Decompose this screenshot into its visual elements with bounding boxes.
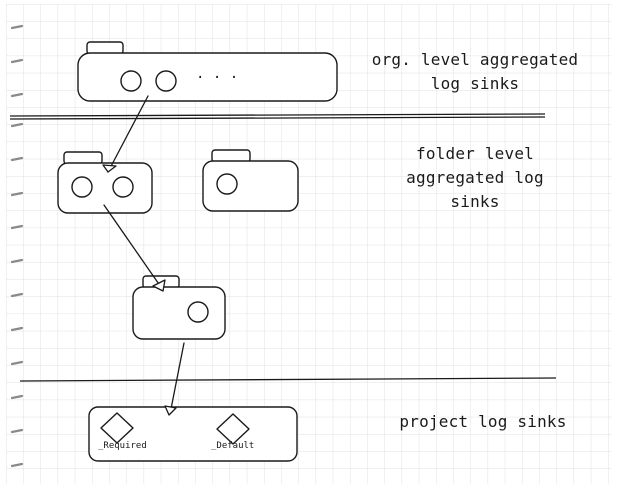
org-sink-circle-1 [120, 70, 142, 92]
separator-bottom [19, 377, 557, 382]
binding-mark [10, 326, 24, 332]
folder-level-label: folder level aggregated log sinks [395, 142, 555, 214]
org-box-tab [86, 41, 124, 55]
required-sink-label: _Required [98, 441, 147, 451]
arrow-head-folder-to-sub [152, 279, 166, 292]
org-level-label: org. level aggregated log sinks [370, 48, 580, 96]
folder-1-circle-1 [71, 176, 93, 198]
folder-box-1-body [57, 162, 153, 214]
arrows [102, 95, 185, 416]
arrow-head-org-to-folder [102, 164, 117, 173]
sub-folder-box-body [132, 286, 226, 340]
folder-sink-box-2 [202, 149, 299, 212]
default-sink-label: _Default [211, 441, 255, 451]
binding-mark [10, 191, 24, 197]
arrow-sub-to-project [169, 342, 185, 415]
binding-mark [10, 92, 24, 98]
arrow-org-to-folder [107, 95, 149, 173]
project-sink-box [88, 406, 298, 462]
org-sink-box [77, 41, 338, 102]
org-level-label-text: org. level aggregated log sinks [371, 50, 579, 93]
folder-sink-box-1 [57, 151, 153, 214]
sub-folder-circle-1 [187, 301, 209, 323]
default-sink-diamond [216, 413, 250, 445]
folder-box-1-tab [63, 151, 103, 165]
binding-mark [10, 122, 24, 128]
arrow-head-sub-to-project [164, 405, 177, 416]
binding-mark [10, 394, 24, 400]
folder-2-circle-1 [216, 173, 238, 195]
folder-1-circle-2 [112, 176, 134, 198]
binding-mark [10, 292, 24, 298]
binding-mark [10, 462, 24, 468]
folder-level-label-text: folder level aggregated log sinks [406, 144, 544, 211]
org-box-body [77, 52, 338, 102]
binding-mark [10, 360, 24, 366]
separators [9, 113, 557, 382]
project-box-body [88, 406, 298, 462]
binding-mark [10, 224, 24, 230]
binding-marks [10, 24, 24, 468]
binding-mark [10, 58, 24, 64]
separator-top-double [9, 116, 546, 120]
sink-boxes [57, 41, 338, 462]
binding-mark [10, 24, 24, 30]
separator-top [9, 113, 546, 117]
org-sink-circle-2 [155, 70, 177, 92]
binding-mark [10, 156, 24, 162]
binding-mark [10, 258, 24, 264]
org-box-ellipsis: · · · [196, 70, 239, 86]
binding-mark [10, 428, 24, 434]
arrow-folder-to-sub [103, 204, 164, 291]
required-sink-diamond [100, 412, 134, 444]
folder-box-2-tab [211, 149, 251, 163]
project-level-label-text: project log sinks [399, 412, 567, 431]
project-level-label: project log sinks [398, 410, 568, 434]
